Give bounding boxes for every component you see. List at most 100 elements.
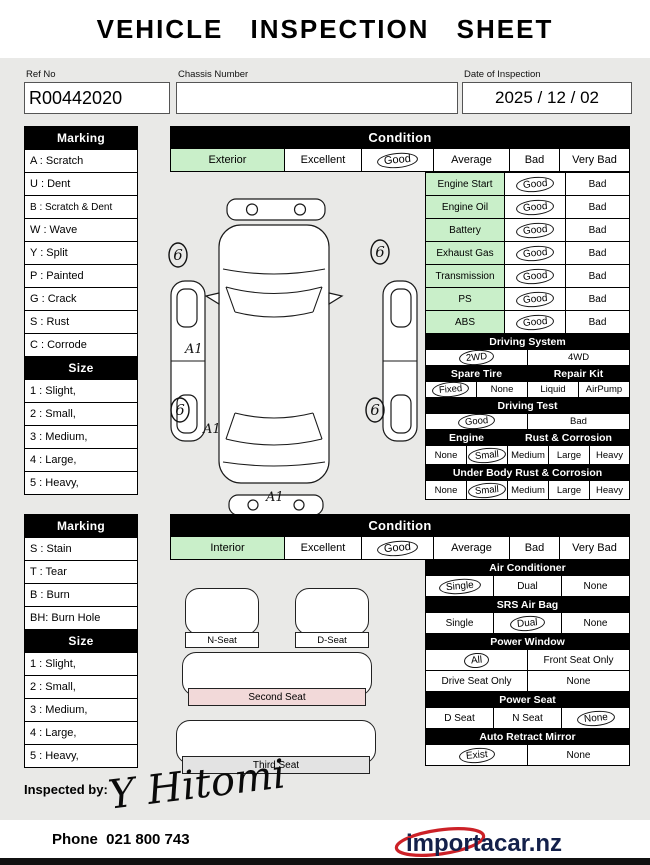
power-seat-option[interactable]: None [562,708,629,728]
damage-label: A1 [202,422,221,437]
engine-rust-option[interactable]: Small [467,445,507,465]
marking-item: W : Wave [25,219,137,241]
interior-grade-option[interactable]: Excellent [285,537,361,559]
spare-tire-option[interactable]: Liquid [528,382,578,397]
exterior-grade-option[interactable]: Good [362,149,433,171]
exterior-grade-option[interactable]: Excellent [285,149,361,171]
driving-system-option[interactable]: 4WD [528,350,629,365]
interior-seat-diagram: N-Seat D-Seat Second Seat Third Seat [170,575,420,780]
engine-rust-option[interactable]: None [426,446,466,464]
power-window-option[interactable]: None [528,671,629,691]
damage-mark: 6 [365,397,385,423]
marking-item: G : Crack [25,288,137,310]
option-text: Bad [588,224,607,236]
srs-airbag-table: SRS Air Bag Single Dual None [425,597,630,634]
third-seat-label: Third Seat [182,756,370,774]
check-option[interactable]: Good [505,219,565,241]
srs-airbag-option[interactable]: None [562,613,629,633]
page-title: VEHICLE INSPECTION SHEET [96,13,554,44]
power-window-option[interactable]: All [426,650,527,670]
option-text: None [583,580,608,592]
damage-label: A1 [265,490,284,505]
underbody-rust-option[interactable]: Medium [508,481,548,499]
option-text: None [583,617,608,629]
ref-no-field[interactable]: R00442020 [24,82,170,114]
interior-grade-option[interactable]: Good [362,537,433,559]
size-item: 3 : Medium, [25,699,137,721]
size-item: 4 : Large, [25,722,137,744]
power-window-option[interactable]: Front Seat Only [528,650,629,670]
marking-item: P : Painted [25,265,137,287]
underbody-rust-option[interactable]: None [426,481,466,499]
power-seat-option[interactable]: N Seat [494,708,561,728]
air-conditioner-option[interactable]: Dual [494,576,561,596]
check-option[interactable]: Good [505,242,565,264]
underbody-rust-option[interactable]: Small [467,480,507,500]
srs-airbag-option[interactable]: Dual [494,613,561,633]
check-option[interactable]: Good [505,265,565,287]
check-option[interactable]: Bad [566,265,629,287]
d-seat-label: D-Seat [295,632,369,648]
mechanical-checks-table: Engine Start Good Bad Engine Oil Good Ba… [425,172,630,334]
air-conditioner-option[interactable]: None [562,576,629,596]
car-damage-diagram: 6 6 6 6 A1 A1 A1 [168,198,418,516]
driving-system-option[interactable]: 2WD [426,348,527,367]
marking-item: U : Dent [25,173,137,195]
exterior-grade-option[interactable]: Average [434,149,509,171]
interior-grade-option[interactable]: Bad [510,537,559,559]
chassis-number-label: Chassis Number [178,69,249,80]
check-option[interactable]: Good [505,311,565,333]
logo-text: importacar.nz [406,830,562,857]
check-option[interactable]: Good [505,288,565,310]
auto-retract-mirror-option[interactable]: None [528,745,629,765]
check-option[interactable]: Bad [566,242,629,264]
interior-grade-option[interactable]: Very Bad [560,537,629,559]
srs-airbag-option[interactable]: Single [426,613,493,633]
underbody-rust-option[interactable]: Large [549,481,589,499]
size-item: 1 : Slight, [25,380,137,402]
engine-rust-option[interactable]: Large [549,446,589,464]
option-text: N Seat [512,712,543,724]
driving-test-option[interactable]: Good [426,412,527,431]
driving-test-option[interactable]: Bad [528,414,629,429]
option-text: Good [376,150,419,170]
power-seat-option[interactable]: D Seat [426,708,493,728]
engine-rust-option[interactable]: Heavy [590,446,629,464]
damage-mark: 6 [168,242,188,268]
exterior-label: Exterior [171,149,284,171]
underbody-rust-option[interactable]: Heavy [590,481,629,499]
option-text: Average [451,153,492,166]
check-option[interactable]: Bad [566,196,629,218]
check-option[interactable]: Good [505,196,565,218]
air-conditioner-option[interactable]: Single [426,576,493,596]
option-text: Heavy [596,449,623,461]
check-label: Engine Start [426,173,504,195]
check-option[interactable]: Good [505,173,565,195]
engine-rust-option[interactable]: Medium [508,446,548,464]
marking-item: Y : Split [25,242,137,264]
spare-tire-option[interactable]: AirPump [579,382,629,397]
check-label: Exhaust Gas [426,242,504,264]
option-text: Good [515,266,555,286]
power-window-option[interactable]: Drive Seat Only [426,671,527,691]
inspection-date-field[interactable]: 2025 / 12 / 02 [462,82,632,114]
option-text: All [463,651,490,669]
option-text: Heavy [596,484,623,496]
spare-tire-option[interactable]: None [477,382,527,397]
exterior-grade-option[interactable]: Very Bad [560,149,629,171]
option-text: Front Seat Only [543,654,614,666]
check-option[interactable]: Bad [566,219,629,241]
check-option[interactable]: Bad [566,173,629,195]
option-text: Liquid [540,384,566,395]
exterior-grade-option[interactable]: Bad [510,149,559,171]
check-option[interactable]: Bad [566,288,629,310]
check-option[interactable]: Bad [566,311,629,333]
title-bar: VEHICLE INSPECTION SHEET [0,0,650,58]
chassis-number-field[interactable] [176,82,458,114]
interior-label: Interior [171,537,284,559]
auto-retract-mirror-option[interactable]: Exist [426,745,527,765]
option-text: Large [556,449,582,461]
spare-tire-option[interactable]: Fixed [426,380,476,399]
interior-grade-option[interactable]: Average [434,537,509,559]
damage-label: A1 [184,342,203,357]
